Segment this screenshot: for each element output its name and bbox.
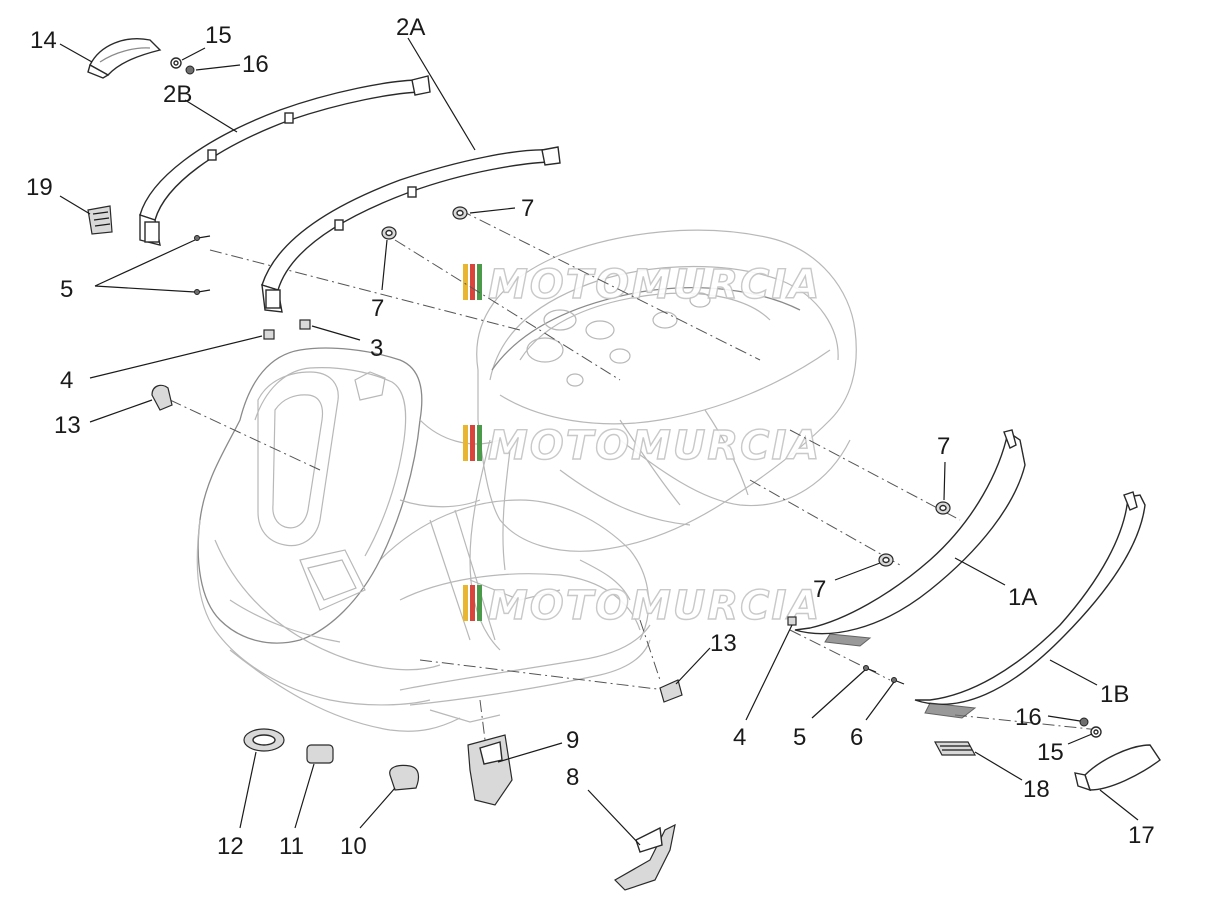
callout-7: 7 [813, 576, 826, 603]
callout-2a: 2A [396, 14, 425, 41]
part-2b-trim-rail [139, 75, 431, 246]
part-7-grommet [452, 206, 468, 220]
part-3-clip [299, 319, 311, 330]
callout-16: 16 [1015, 704, 1042, 731]
part-13-clip [659, 679, 683, 703]
callout-18: 18 [1023, 776, 1050, 803]
callout-6: 6 [850, 724, 863, 751]
part-11-rubber-pad [306, 744, 334, 764]
part-19-grill [87, 205, 113, 235]
watermark-text: MOTOMURCIA [488, 262, 821, 308]
part-1a-side-trim [794, 429, 1026, 647]
part-10-rubber-cap [389, 764, 420, 791]
callout-4: 4 [60, 367, 73, 394]
callout-5: 5 [60, 276, 73, 303]
part-5-screw [194, 289, 211, 295]
part-5-screw [194, 235, 211, 241]
part-15-washer-right [1090, 726, 1102, 738]
part-2a-trim-rail [261, 146, 561, 313]
callout-7: 7 [371, 295, 384, 322]
part-4-nut [263, 329, 275, 340]
part-8-mudguard [614, 823, 676, 891]
part-13-clip [151, 384, 173, 411]
callout-17: 17 [1128, 822, 1155, 849]
callout-15: 15 [1037, 739, 1064, 766]
part-7-grommet [381, 226, 397, 240]
callout-13: 13 [710, 630, 737, 657]
callout-9: 9 [566, 727, 579, 754]
callout-19: 19 [26, 174, 53, 201]
callout-11: 11 [279, 833, 304, 860]
part-5-screw [863, 665, 877, 673]
callout-1a: 1A [1008, 584, 1037, 611]
callout-7: 7 [521, 195, 534, 222]
assembly-lines [169, 209, 1101, 741]
watermark-top: MOTOMURCIA [463, 261, 821, 309]
callout-labels: 14 15 16 2B 2A 19 7 5 7 3 4 13 7 7 1A 13… [26, 14, 1155, 860]
part-1b-side-trim [914, 491, 1146, 719]
callout-7: 7 [937, 433, 950, 460]
part-7-grommet [878, 553, 894, 567]
watermark-text: MOTOMURCIA [488, 583, 821, 629]
watermark-text: MOTOMURCIA [488, 423, 821, 469]
callout-2b: 2B [163, 81, 192, 108]
watermark-middle: MOTOMURCIA [463, 422, 821, 470]
part-17-trim-end-cap [1074, 744, 1161, 792]
callout-4: 4 [733, 724, 746, 751]
part-16-nut-top [185, 65, 195, 75]
watermark-bottom: MOTOMURCIA [463, 582, 821, 630]
part-4-nut [787, 616, 797, 626]
callout-5: 5 [793, 724, 806, 751]
part-9-bracket [467, 734, 513, 806]
callout-13: 13 [54, 412, 81, 439]
callout-3: 3 [370, 335, 383, 362]
callout-8: 8 [566, 764, 579, 791]
part-15-washer-top [170, 57, 182, 69]
callout-14: 14 [30, 27, 57, 54]
callout-10: 10 [340, 833, 367, 860]
part-7-grommet [935, 501, 951, 515]
part-18-grill [933, 741, 977, 756]
part-12-grommet [243, 728, 285, 752]
part-14-trim-end-cap [87, 38, 162, 79]
callout-12: 12 [217, 833, 244, 860]
part-16-nut-right [1079, 717, 1089, 727]
callout-15: 15 [205, 22, 232, 49]
callout-16: 16 [242, 51, 269, 78]
callout-1b: 1B [1100, 681, 1129, 708]
leader-lines [59, 37, 1139, 846]
